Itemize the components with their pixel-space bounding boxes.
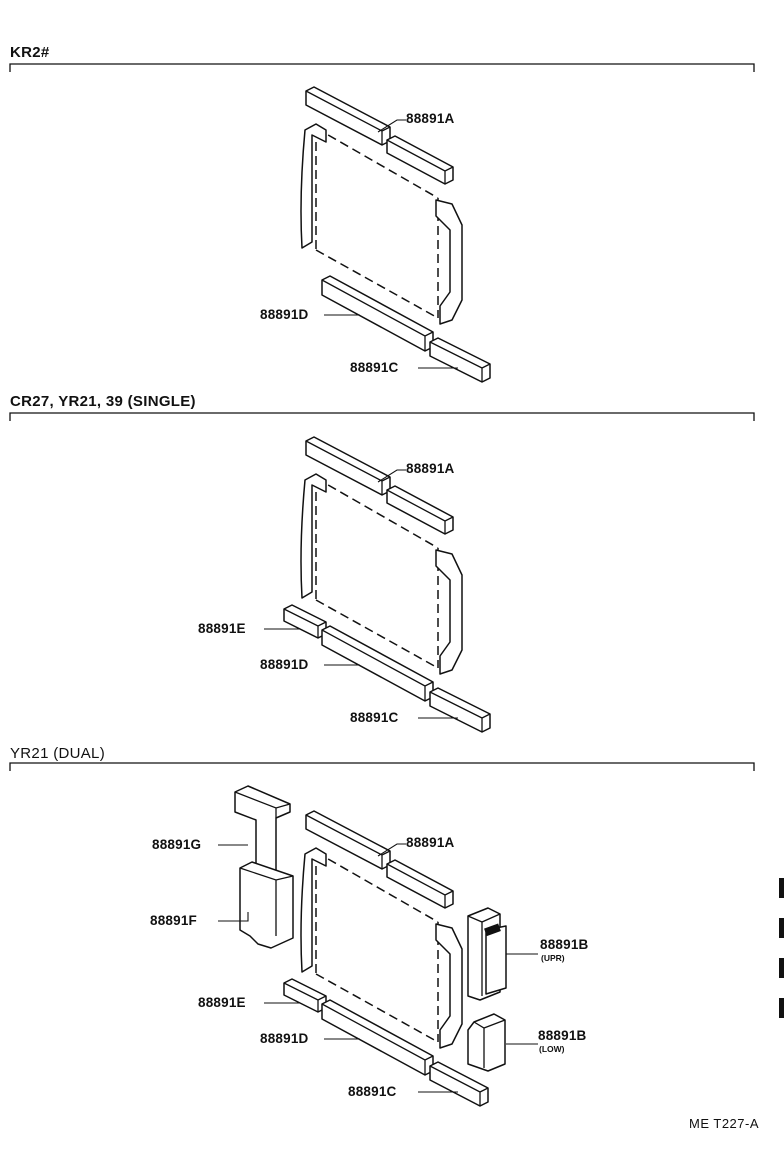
leader-88891a	[377, 843, 406, 857]
part-label-88891c: 88891C	[350, 360, 399, 375]
part-label-88891a: 88891A	[406, 461, 455, 476]
seal-88891e	[283, 978, 327, 1013]
section-title: YR21 (DUAL)	[10, 745, 105, 762]
part-label-88891d: 88891D	[260, 657, 309, 672]
part-label-88891e: 88891E	[198, 995, 246, 1010]
figure-reference: ME T227-A	[689, 1116, 760, 1131]
section-rule-dual	[9, 762, 755, 771]
leader-88891a	[377, 469, 406, 483]
single-assembly	[264, 436, 491, 733]
seal-88891a	[305, 436, 454, 535]
leader-88891f	[218, 912, 249, 922]
dual-assembly	[218, 785, 538, 1107]
part-label-88891d: 88891D	[260, 1031, 309, 1046]
seal-88891d	[321, 625, 434, 702]
part-label-88891g: 88891G	[152, 837, 202, 852]
section-title: KR2#	[10, 44, 50, 61]
part-note-upr: (UPR)	[541, 953, 565, 963]
seal-88891c	[429, 337, 491, 383]
part-label-88891c: 88891C	[350, 710, 399, 725]
part-label-88891c: 88891C	[348, 1084, 397, 1099]
seal-88891a	[305, 810, 454, 909]
part-label-88891a: 88891A	[406, 111, 455, 126]
part-label-88891f: 88891F	[150, 913, 197, 928]
seal-88891b-low	[467, 1013, 506, 1072]
seal-88891d	[321, 999, 434, 1076]
seal-88891c	[429, 1061, 489, 1107]
seal-88891c	[429, 687, 491, 733]
seal-88891e	[283, 604, 327, 639]
radiator-outline	[300, 473, 463, 675]
part-label-88891d: 88891D	[260, 307, 309, 322]
seal-88891a	[305, 86, 454, 185]
part-note-low: (LOW)	[539, 1044, 565, 1054]
radiator-outline	[300, 123, 463, 325]
seal-88891g	[234, 785, 291, 877]
kr2-assembly	[300, 86, 491, 383]
radiator-outline	[300, 847, 463, 1049]
part-label-88891b-low: 88891B	[538, 1028, 587, 1043]
part-label-88891a: 88891A	[406, 835, 455, 850]
margin-marks	[779, 878, 784, 1018]
section-rule-kr2	[9, 63, 755, 72]
section-rule-single	[9, 412, 755, 421]
seal-88891f	[239, 861, 294, 949]
leader-88891a	[377, 119, 406, 133]
seal-88891d	[321, 275, 434, 352]
part-label-88891e: 88891E	[198, 621, 246, 636]
seal-88891b-upr	[467, 907, 507, 1001]
part-label-88891b-upr: 88891B	[540, 937, 589, 952]
section-title: CR27, YR21, 39 (SINGLE)	[10, 393, 196, 410]
